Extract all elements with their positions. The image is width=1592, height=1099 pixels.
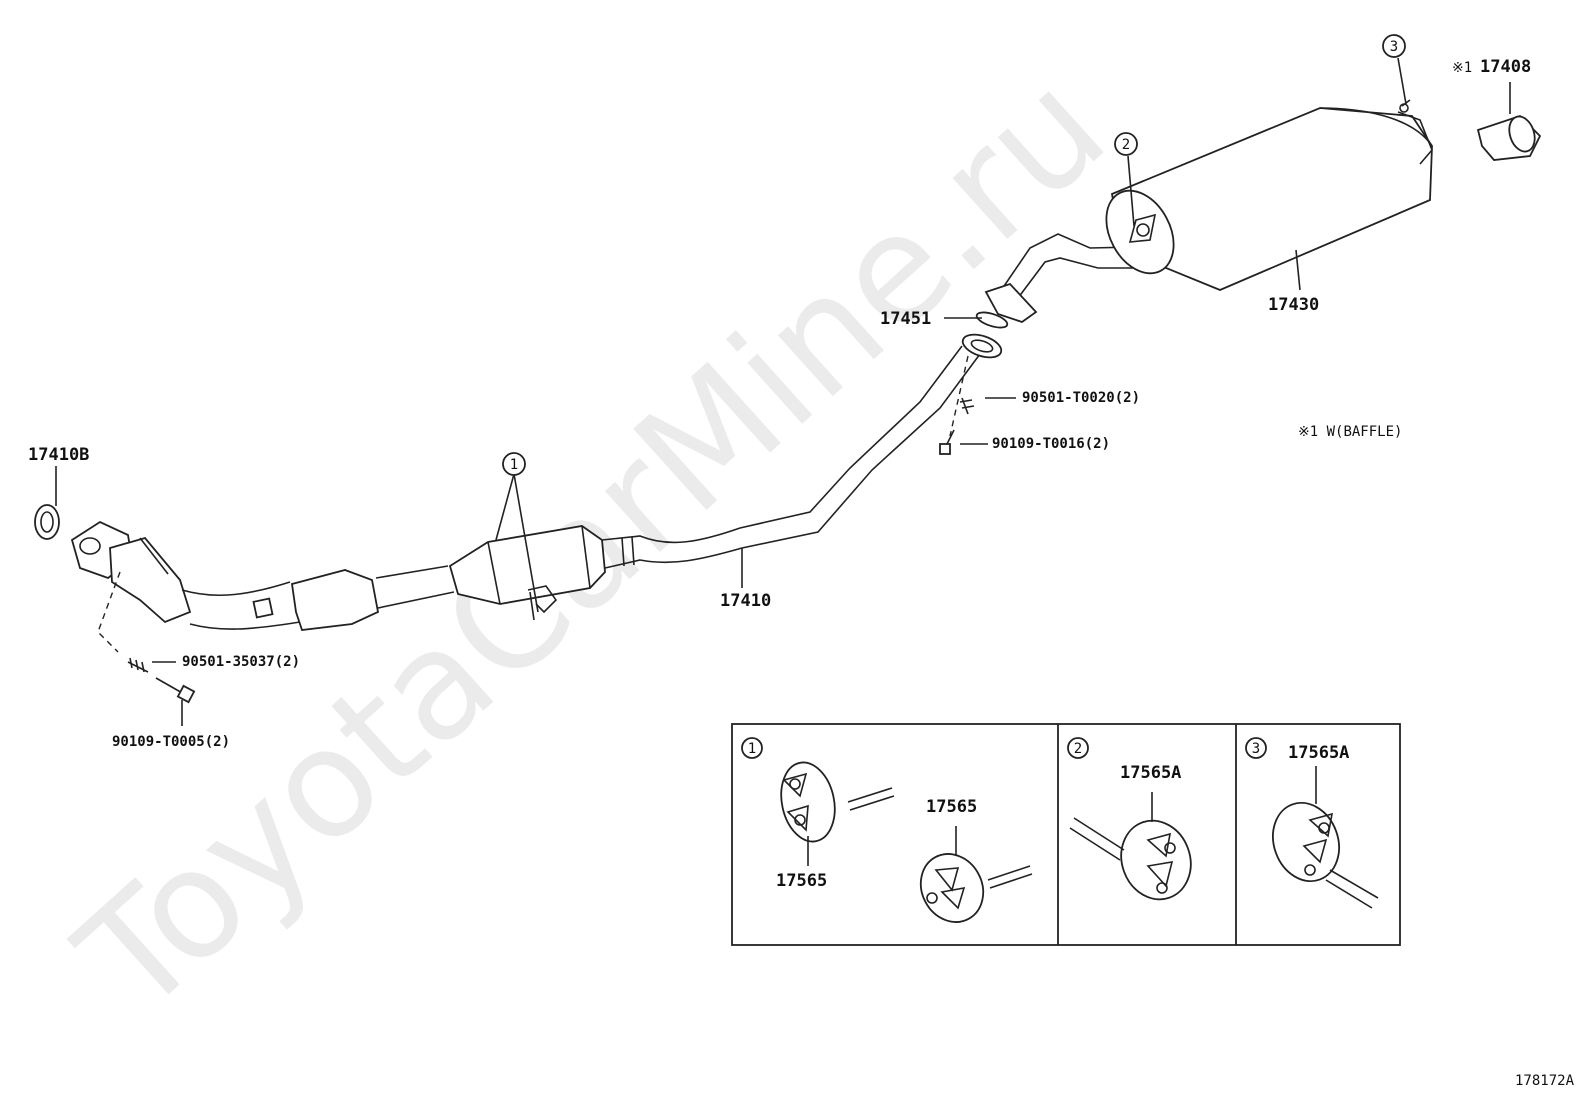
- panel-1-num: 1: [748, 741, 756, 757]
- panel-2-num: 2: [1074, 741, 1082, 757]
- rubber-hanger-17565a-panel-3[interactable]: [1262, 766, 1379, 909]
- label-90109-t0016: 90109-T0016(2): [992, 436, 1110, 452]
- label-90501-t0020: 90501-T0020(2): [1022, 390, 1140, 406]
- panel-1-label-a: 17565: [776, 871, 827, 891]
- detail-panel-3[interactable]: 3 17565A: [1245, 737, 1379, 909]
- label-90501-35037: 90501-35037(2): [182, 654, 300, 670]
- rear-bolt-set[interactable]: [939, 355, 975, 455]
- label-90109-t0005: 90109-T0005(2): [112, 734, 230, 750]
- label-17408-mark: ※1: [1452, 60, 1472, 76]
- callout-1-num: 1: [510, 457, 518, 473]
- callout-1[interactable]: 1: [502, 452, 526, 476]
- front-bolt-set[interactable]: [97, 571, 196, 704]
- callout-3[interactable]: 3: [1382, 34, 1406, 58]
- label-17451: 17451: [880, 309, 931, 329]
- leader-lines: [55, 57, 1511, 726]
- figure-id: 178172A: [1515, 1073, 1575, 1089]
- label-17410: 17410: [720, 591, 771, 611]
- baffle-note: ※1 W(BAFFLE): [1298, 424, 1402, 440]
- label-17408: 17408: [1480, 57, 1531, 77]
- panel-1-label-b: 17565: [926, 797, 977, 817]
- label-17430: 17430: [1268, 295, 1319, 315]
- rubber-hanger-17565-b[interactable]: [909, 826, 1033, 933]
- rubber-hanger-17565a-panel-2[interactable]: [1069, 792, 1202, 909]
- detail-panel-2[interactable]: 2 17565A: [1067, 737, 1202, 909]
- muffler-assembly[interactable]: [984, 99, 1433, 323]
- callout-2[interactable]: 2: [1114, 132, 1138, 156]
- hanger-detail-box: [731, 723, 1401, 946]
- detail-panel-1[interactable]: 1 17565 17565: [741, 737, 1033, 933]
- callout-3-num: 3: [1390, 39, 1398, 55]
- gasket-17451[interactable]: [975, 309, 1009, 330]
- callout-2-num: 2: [1122, 137, 1130, 153]
- rubber-hanger-17565-a[interactable]: [774, 757, 895, 866]
- panel-3-num: 3: [1252, 741, 1260, 757]
- panel-3-label: 17565A: [1288, 743, 1349, 763]
- front-exhaust-pipe[interactable]: [70, 330, 1004, 631]
- tail-baffle-17408[interactable]: [1476, 113, 1542, 161]
- gasket-17410b[interactable]: [34, 504, 60, 540]
- panel-2-label: 17565A: [1120, 763, 1181, 783]
- label-17410b: 17410B: [28, 445, 89, 465]
